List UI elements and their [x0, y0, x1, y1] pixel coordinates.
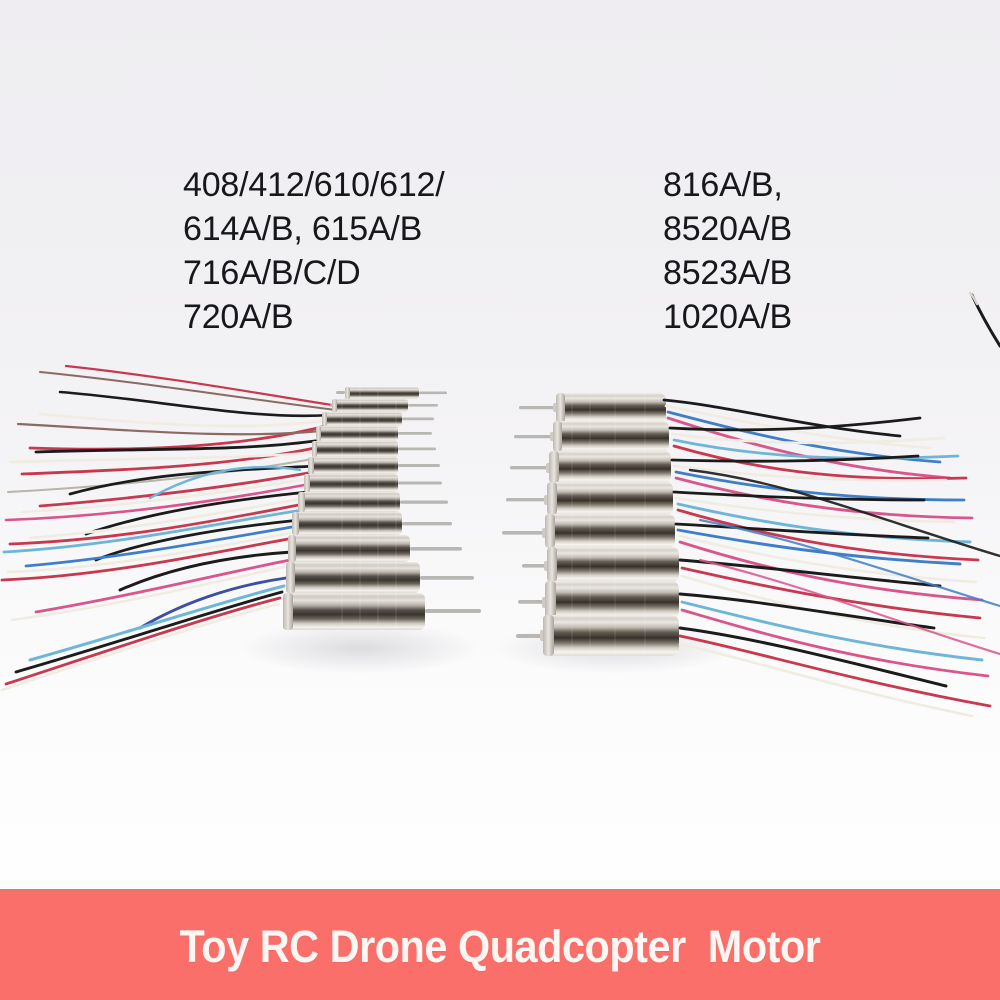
motor	[336, 387, 447, 399]
motor	[502, 514, 675, 548]
motor	[516, 615, 679, 656]
motor	[522, 547, 679, 582]
motor	[304, 474, 442, 492]
left-motor-size-list: 408/412/610/612/ 614A/B, 615A/B 716A/B/C…	[183, 166, 445, 336]
product-photo	[0, 291, 1000, 718]
motor	[292, 512, 452, 535]
motor	[283, 593, 481, 630]
stray-wire	[968, 291, 1000, 348]
motor	[506, 482, 673, 515]
right-wire-bundle	[662, 398, 1000, 718]
bottom-banner: Toy RC Drone Quadcopter Motor	[0, 889, 1000, 1000]
motor	[286, 562, 474, 593]
left-motor-group	[283, 387, 481, 630]
motor	[510, 451, 671, 483]
motor	[316, 426, 432, 441]
motor	[514, 421, 669, 452]
motor	[312, 441, 436, 457]
motor	[518, 581, 679, 619]
motor	[288, 535, 462, 562]
right-motor-group	[502, 393, 679, 656]
right-motor-size-list: 816A/B, 8520A/B 8523A/B 1020A/B	[663, 166, 793, 336]
motor	[308, 457, 440, 474]
motor	[519, 393, 666, 423]
motor	[330, 399, 438, 412]
motor	[298, 492, 448, 512]
motor	[322, 412, 434, 426]
banner-title: Toy RC Drone Quadcopter Motor	[179, 920, 821, 972]
left-wire-bundle	[0, 364, 340, 692]
